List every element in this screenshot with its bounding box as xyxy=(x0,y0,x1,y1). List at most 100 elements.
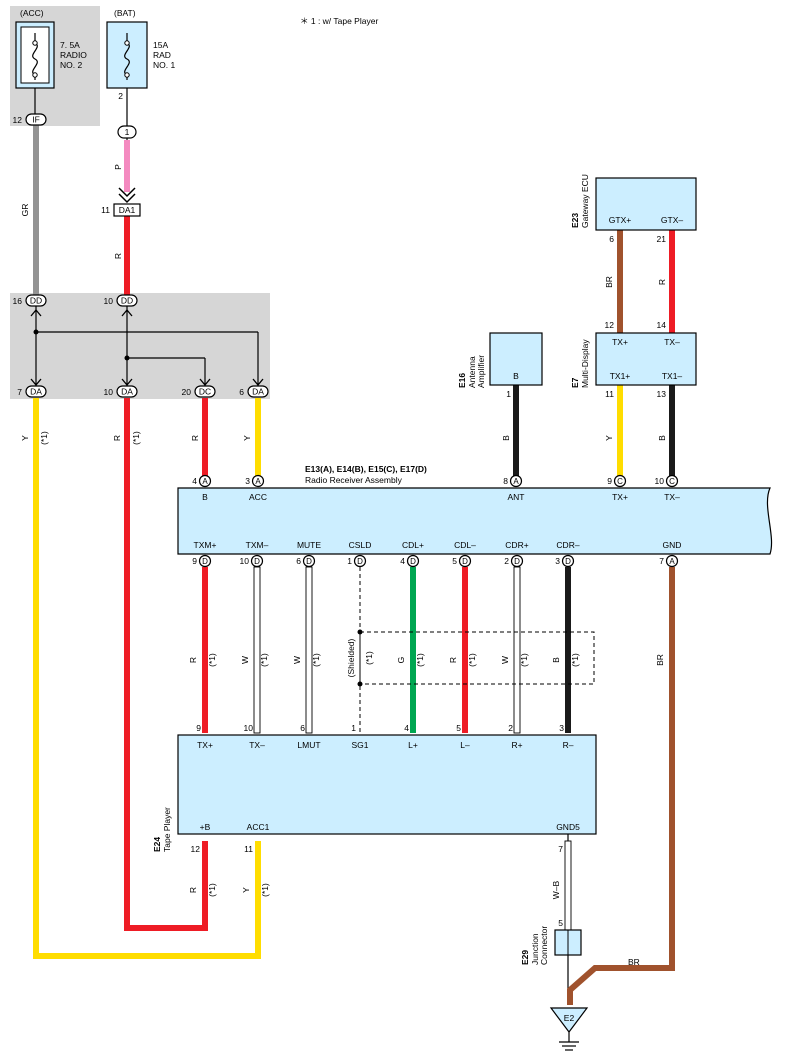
chevron-down-icon xyxy=(121,378,133,387)
wire-label-br: BR xyxy=(604,276,614,288)
connector-da6: DA 6 xyxy=(239,385,269,398)
svg-text:6: 6 xyxy=(609,234,614,244)
fuse-bat-pin: 2 xyxy=(118,91,123,101)
chevron-down-icon xyxy=(252,378,264,387)
svg-text:16: 16 xyxy=(13,296,23,306)
tape-top-pin-num: 3 xyxy=(559,723,564,733)
wire-label-y: Y xyxy=(604,435,614,441)
tape-top-pin-name: L– xyxy=(460,740,470,750)
wire-label: W xyxy=(500,656,510,664)
receiver-top-pin-name: B xyxy=(202,492,208,502)
receiver-top-pin-name: ANT xyxy=(508,492,525,502)
tape-top-pin-name: LMUT xyxy=(297,740,320,750)
ground-label: E2 xyxy=(564,1013,575,1023)
wire-w-mute xyxy=(305,566,313,734)
wire-y-acc-loop xyxy=(33,398,261,959)
gateway-ecu-box xyxy=(595,177,697,231)
fuse-symbol xyxy=(124,33,130,80)
tape-bottom-pin-name: +B xyxy=(200,822,211,832)
tape-top-pin-name: SG1 xyxy=(351,740,368,750)
pin-connector-bottom-3 xyxy=(353,554,367,568)
svg-text:B: B xyxy=(513,371,519,381)
junction-name-1: Junction xyxy=(530,933,540,965)
tape-id: E24 xyxy=(152,837,162,852)
tape-top-pin-num: 4 xyxy=(404,723,409,733)
wire-w-txm-minus xyxy=(253,566,261,734)
wire-label-star: (*1) xyxy=(364,651,374,665)
wire-label-star: (*1) xyxy=(207,883,217,897)
wire-label-star: (*1) xyxy=(311,653,321,667)
wire-label: R xyxy=(448,657,458,663)
wire-label-star: (*1) xyxy=(415,653,425,667)
multi-display-box xyxy=(595,332,697,386)
gateway-pin-gtx-minus: GTX– xyxy=(661,215,683,225)
pin-connector-letter: A xyxy=(255,477,261,486)
svg-text:7: 7 xyxy=(17,387,22,397)
receiver-bottom-pin-num: 3 xyxy=(555,556,560,566)
svg-text:21: 21 xyxy=(657,234,667,244)
wire-wb-gnd5 xyxy=(564,840,572,931)
pin-connector-letter: C xyxy=(617,477,623,486)
wire-r-plusb-loop xyxy=(124,398,208,931)
fuse-bat-number: NO. 1 xyxy=(153,60,175,70)
multi-display-id: E7 xyxy=(570,377,580,388)
wire-label-star: (*1) xyxy=(207,653,217,667)
wire-label-r: R xyxy=(190,435,200,441)
receiver-top-pin-num: 8 xyxy=(503,476,508,486)
svg-text:DA1: DA1 xyxy=(119,205,136,215)
connector-da10: DA 10 xyxy=(104,385,138,398)
multi-display-name: Multi-Display xyxy=(580,339,590,388)
receiver-bottom-pin-num: 1 xyxy=(347,556,352,566)
pin-connector-letter: A xyxy=(202,477,208,486)
fuse-bat-rating: 15A xyxy=(153,40,168,50)
pin-connector-letter: C xyxy=(669,477,675,486)
svg-text:12: 12 xyxy=(13,115,23,125)
tape-bottom-pin-num: 7 xyxy=(558,844,563,854)
receiver-bottom-pin-name: GND xyxy=(663,540,682,550)
connector-if: IF 12 xyxy=(13,113,47,126)
svg-text:11: 11 xyxy=(605,389,614,399)
connector-dc20: DC 20 xyxy=(182,385,216,398)
receiver-top-pin-num: 3 xyxy=(245,476,250,486)
fuse-bat-name: RAD xyxy=(153,50,171,60)
receiver-subtitle: Radio Receiver Assembly xyxy=(305,475,403,485)
pin-connector-letter: D xyxy=(514,557,520,566)
radio-receiver-box xyxy=(177,487,773,555)
receiver-bottom-pin-name: MUTE xyxy=(297,540,321,550)
shielded-label: (Shielded) xyxy=(346,638,356,677)
pin-connector-top-4 xyxy=(665,474,679,488)
wire-label-star: (*1) xyxy=(259,653,269,667)
connector-da7: DA 7 xyxy=(17,385,47,398)
ground-triangle xyxy=(549,1007,589,1033)
connector-dd-left: DD 16 xyxy=(13,294,47,307)
wire-label-y: Y xyxy=(242,435,252,441)
tape-name: Tape Player xyxy=(162,807,172,852)
tape-top-pin-num: 9 xyxy=(196,723,201,733)
receiver-bottom-pin-num: 9 xyxy=(192,556,197,566)
chevron-up-icon xyxy=(121,308,133,317)
receiver-bottom-pin-num: 5 xyxy=(452,556,457,566)
wire-w-cdr-plus xyxy=(513,566,521,734)
pin-connector-letter: D xyxy=(202,557,208,566)
wire-label-star: (*1) xyxy=(260,883,270,897)
wire-label-star: (*1) xyxy=(39,431,49,445)
fuse-acc-header: (ACC) xyxy=(20,8,44,18)
receiver-bottom-pin-num: 6 xyxy=(296,556,301,566)
wire-label-br: BR xyxy=(628,957,640,967)
chevron-down-icon xyxy=(199,378,211,387)
receiver-bottom-pin-name: CDL– xyxy=(454,540,476,550)
svg-text:1: 1 xyxy=(125,127,130,137)
antenna-id: E16 xyxy=(457,373,467,388)
wire-label: Y xyxy=(241,887,251,893)
receiver-bottom-pin-name: CDR+ xyxy=(505,540,528,550)
svg-text:20: 20 xyxy=(182,387,192,397)
wire-label-y: Y xyxy=(20,435,30,441)
svg-text:DA: DA xyxy=(121,387,133,397)
svg-text:TX+: TX+ xyxy=(612,337,628,347)
tape-bottom-pin-num: 12 xyxy=(191,844,201,854)
ground-icon xyxy=(559,1032,579,1051)
chevron-down-icon xyxy=(30,378,42,387)
pin-connector-bottom-8 xyxy=(665,554,679,568)
pin-connector-letter: D xyxy=(462,557,468,566)
